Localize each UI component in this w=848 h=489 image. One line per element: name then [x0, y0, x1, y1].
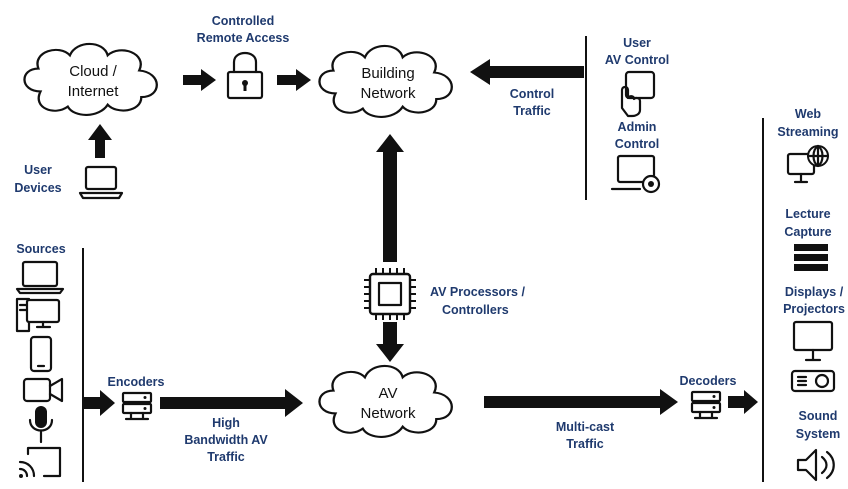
av-network-label-2: Network [360, 405, 416, 422]
building-network-label-2: Network [360, 85, 416, 102]
lock-icon [226, 51, 264, 100]
arrow-lock-to-building [277, 69, 311, 91]
arrow-multicast [484, 389, 678, 415]
user-av-label-1: User [623, 36, 651, 50]
encoders-label: Encoders [108, 375, 165, 389]
remote-access-label-2: Remote Access [197, 31, 290, 45]
control-traffic-label-1: Control [510, 87, 554, 101]
arrow-decoder-to-outputs [728, 390, 758, 414]
multicast-label-2: Traffic [566, 437, 604, 451]
sources-label: Sources [16, 242, 65, 256]
high-bandwidth-label-2: Bandwidth AV [184, 433, 268, 447]
control-traffic-label-2: Traffic [513, 104, 551, 118]
av-network-label-1: AV [379, 385, 398, 402]
cast-icon [18, 446, 62, 478]
admin-computer-icon [610, 154, 661, 194]
desktop-icon [15, 297, 61, 333]
sound-label-1: Sound [799, 409, 838, 423]
phone-icon [29, 335, 53, 373]
microphone-icon [28, 406, 54, 444]
monitor-icon [792, 320, 834, 362]
cloud-internet-label-1: Cloud / [69, 63, 117, 80]
tablet-touch-icon [620, 70, 656, 118]
web-label-1: Web [795, 107, 822, 121]
high-bandwidth-label-3: Traffic [207, 450, 245, 464]
admin-label-2: Control [615, 137, 659, 151]
user-devices-label-2: Devices [14, 181, 61, 195]
sound-label-2: System [796, 427, 840, 441]
encoder-icon [121, 391, 153, 421]
arrow-building-to-processor [376, 134, 404, 262]
globe-monitor-icon [786, 144, 830, 184]
lecture-label-2: Capture [784, 225, 831, 239]
decoder-icon [690, 390, 722, 420]
projector-icon [790, 369, 836, 393]
displays-label-2: Projectors [783, 302, 845, 316]
arrow-sources-to-encoder [84, 390, 115, 416]
processor-chip-icon [364, 268, 416, 320]
decoders-label: Decoders [680, 374, 737, 388]
laptop-icon [78, 165, 124, 200]
processors-label-1: AV Processors / [430, 285, 525, 299]
displays-label-1: Displays / [785, 285, 844, 299]
user-devices-label-1: User [24, 163, 52, 177]
remote-access-label-1: Controlled [212, 14, 275, 28]
arrow-cloud-to-lock [183, 69, 216, 91]
user-av-label-2: AV Control [605, 53, 669, 67]
admin-label-1: Admin [618, 120, 657, 134]
cloud-internet-label-2: Internet [68, 83, 120, 100]
building-network-label-1: Building [361, 65, 414, 82]
high-bandwidth-label-1: High [212, 416, 240, 430]
arrow-processor-to-av [376, 322, 404, 362]
speaker-icon [796, 448, 835, 482]
web-label-2: Streaming [777, 125, 838, 139]
multicast-label-1: Multi-cast [556, 420, 615, 434]
processors-label-2: Controllers [442, 303, 509, 317]
arrow-devices-to-cloud [88, 124, 112, 158]
lecture-label-1: Lecture [785, 207, 830, 221]
camera-icon [22, 377, 64, 403]
arrow-high-bandwidth [160, 389, 303, 417]
server-stack-icon [794, 244, 828, 271]
laptop-icon [15, 260, 65, 295]
arrow-control-traffic [470, 59, 584, 85]
